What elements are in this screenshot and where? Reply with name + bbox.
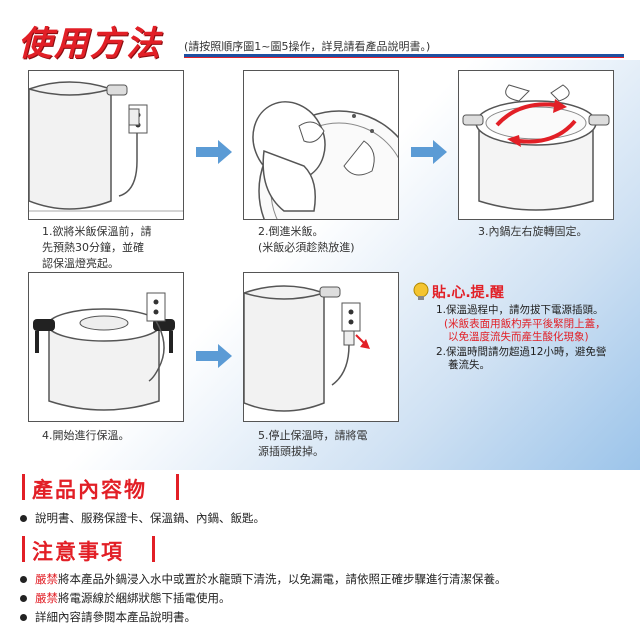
tip-1-note: 以免溫度流失而產生酸化現象)	[448, 331, 589, 343]
bullet-icon	[20, 595, 27, 602]
bullet-icon	[20, 576, 27, 583]
tip-2: 2.保溫時間請勿超過12小時，避免營	[436, 346, 607, 358]
arrow-right-icon	[196, 344, 232, 368]
bullet-icon	[20, 614, 27, 621]
caution-item: 詳細內容請參閱本產品說明書。	[20, 609, 196, 625]
section-bar	[176, 474, 179, 500]
tip-1-note: (米飯表面用飯杓弄平後緊閉上蓋，	[444, 318, 606, 330]
title-rule-accent	[184, 57, 624, 58]
tips-heading: 貼.心.提.醒	[432, 285, 504, 301]
step-5-caption: 5.停止保溫時，請將電 源插頭拔掉。	[258, 429, 368, 458]
step-1-caption: 1.欲將米飯保溫前，請 先預熱30分鐘，並確 認保溫燈亮起。	[42, 225, 152, 270]
page-subtitle: (請按照順序圖1~圖5操作，詳見請看產品說明書。)	[184, 40, 431, 53]
arrow-right-icon	[196, 140, 232, 164]
section-bar	[152, 536, 155, 562]
section-bar	[22, 474, 25, 500]
contents-item: 說明書、服務保證卡、保溫鍋、內鍋、飯匙。	[20, 510, 265, 526]
tip-2: 養流失。	[448, 359, 490, 371]
step-5-illustration	[243, 272, 399, 422]
tip-1: 1.保溫過程中，請勿拔下電源插頭。	[436, 304, 604, 316]
section-bar	[22, 536, 25, 562]
step-4-illustration	[28, 272, 184, 422]
step-2-illustration	[243, 70, 399, 220]
bullet-icon	[20, 515, 27, 522]
caution-item: 嚴禁將電源線於綑綁狀態下插電使用。	[20, 590, 231, 606]
page-title: 使用方法	[18, 24, 162, 64]
cautions-title: 注意事項	[32, 540, 124, 564]
caution-item: 嚴禁將本產品外鍋浸入水中或置於水龍頭下清洗，以免漏電，請依照正確步驟進行清潔保養…	[20, 571, 507, 587]
step-3-illustration	[458, 70, 614, 220]
step-4-caption: 4.開始進行保溫。	[42, 429, 130, 442]
step-3-caption: 3.內鍋左右旋轉固定。	[478, 225, 588, 238]
title-rule	[184, 54, 624, 57]
contents-title: 產品內容物	[32, 478, 147, 502]
step-2-caption: 2.倒進米飯。 (米飯必須趁熱放進)	[258, 225, 355, 254]
arrow-right-icon	[411, 140, 447, 164]
lightbulb-icon	[413, 282, 429, 300]
step-1-illustration	[28, 70, 184, 220]
